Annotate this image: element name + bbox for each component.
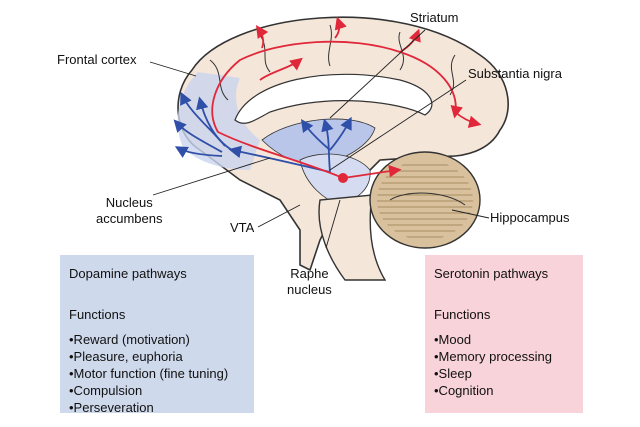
dopamine-title: Dopamine pathways bbox=[69, 266, 187, 281]
dopamine-function-item: •Reward (motivation) bbox=[69, 332, 190, 347]
dopamine-function-item: •Perseveration bbox=[69, 400, 154, 415]
raphe-nucleus-dot bbox=[338, 173, 348, 183]
serotonin-function-item: •Mood bbox=[434, 332, 472, 347]
label-striatum: Striatum bbox=[410, 10, 459, 25]
dopamine-functions-label: Functions bbox=[69, 307, 126, 322]
serotonin-functions-label: Functions bbox=[434, 307, 491, 322]
label-substantia-nigra: Substantia nigra bbox=[468, 66, 562, 81]
label-vta: VTA bbox=[230, 220, 255, 235]
label-nucleus-accumbens: Nucleus accumbens bbox=[96, 195, 163, 226]
corpus-callosum bbox=[234, 73, 433, 124]
dopamine-function-item: •Motor function (fine tuning) bbox=[69, 366, 229, 381]
frontal-region bbox=[177, 72, 260, 170]
dopamine-pathways bbox=[173, 91, 352, 173]
label-hippocampus: Hippocampus bbox=[490, 210, 570, 225]
label-raphe-nucleus: Raphe nucleus bbox=[287, 266, 332, 297]
serotonin-legend: Serotonin pathways Functions •Mood •Memo… bbox=[425, 255, 583, 413]
dopamine-function-item: •Pleasure, euphoria bbox=[69, 349, 183, 364]
serotonin-function-item: •Cognition bbox=[434, 383, 494, 398]
serotonin-function-item: •Memory processing bbox=[434, 349, 552, 364]
leader-lines bbox=[149, 29, 490, 249]
serotonin-function-item: •Sleep bbox=[434, 366, 472, 381]
midbrain bbox=[299, 153, 371, 206]
serotonin-title: Serotonin pathways bbox=[434, 266, 549, 281]
dopamine-legend: Dopamine pathways Functions •Reward (mot… bbox=[60, 255, 254, 415]
label-frontal-cortex: Frontal cortex bbox=[57, 52, 137, 67]
dopamine-function-item: •Compulsion bbox=[69, 383, 143, 398]
